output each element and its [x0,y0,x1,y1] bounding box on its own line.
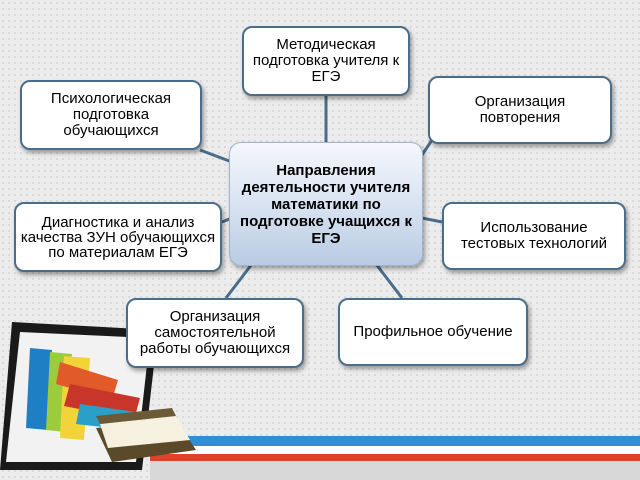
connector-independent [224,263,254,299]
node-methodical-label: Методическая подготовка учителя к ЕГЭ [252,36,400,85]
connector-psychological [199,148,233,164]
central-node: Направления деятельности учителя математ… [229,142,423,266]
central-node-label: Направления деятельности учителя математ… [240,161,412,247]
connector-tests [421,216,443,224]
node-independent-work-label: Организация самостоятельной работы обуча… [139,308,291,357]
node-diagnostics-label: Диагностика и анализ качества ЗУН обучаю… [20,213,216,261]
node-repetition: Организация повторения [428,76,612,144]
node-psychological: Психологическая подготовка обучающихся [20,80,202,150]
node-profile: Профильное обучение [338,298,528,366]
node-profile-label: Профильное обучение [353,323,513,340]
node-repetition-label: Организация повторения [474,93,566,126]
node-tests: Использование тестовых технологий [442,202,626,270]
node-methodical: Методическая подготовка учителя к ЕГЭ [242,26,410,96]
node-psychological-label: Психологическая подготовка обучающихся [50,90,172,139]
node-tests-label: Использование тестовых технологий [460,219,607,252]
connector-profile [374,263,404,299]
node-diagnostics: Диагностика и анализ качества ЗУН обучаю… [14,202,222,272]
node-independent-work: Организация самостоятельной работы обуча… [126,298,304,368]
